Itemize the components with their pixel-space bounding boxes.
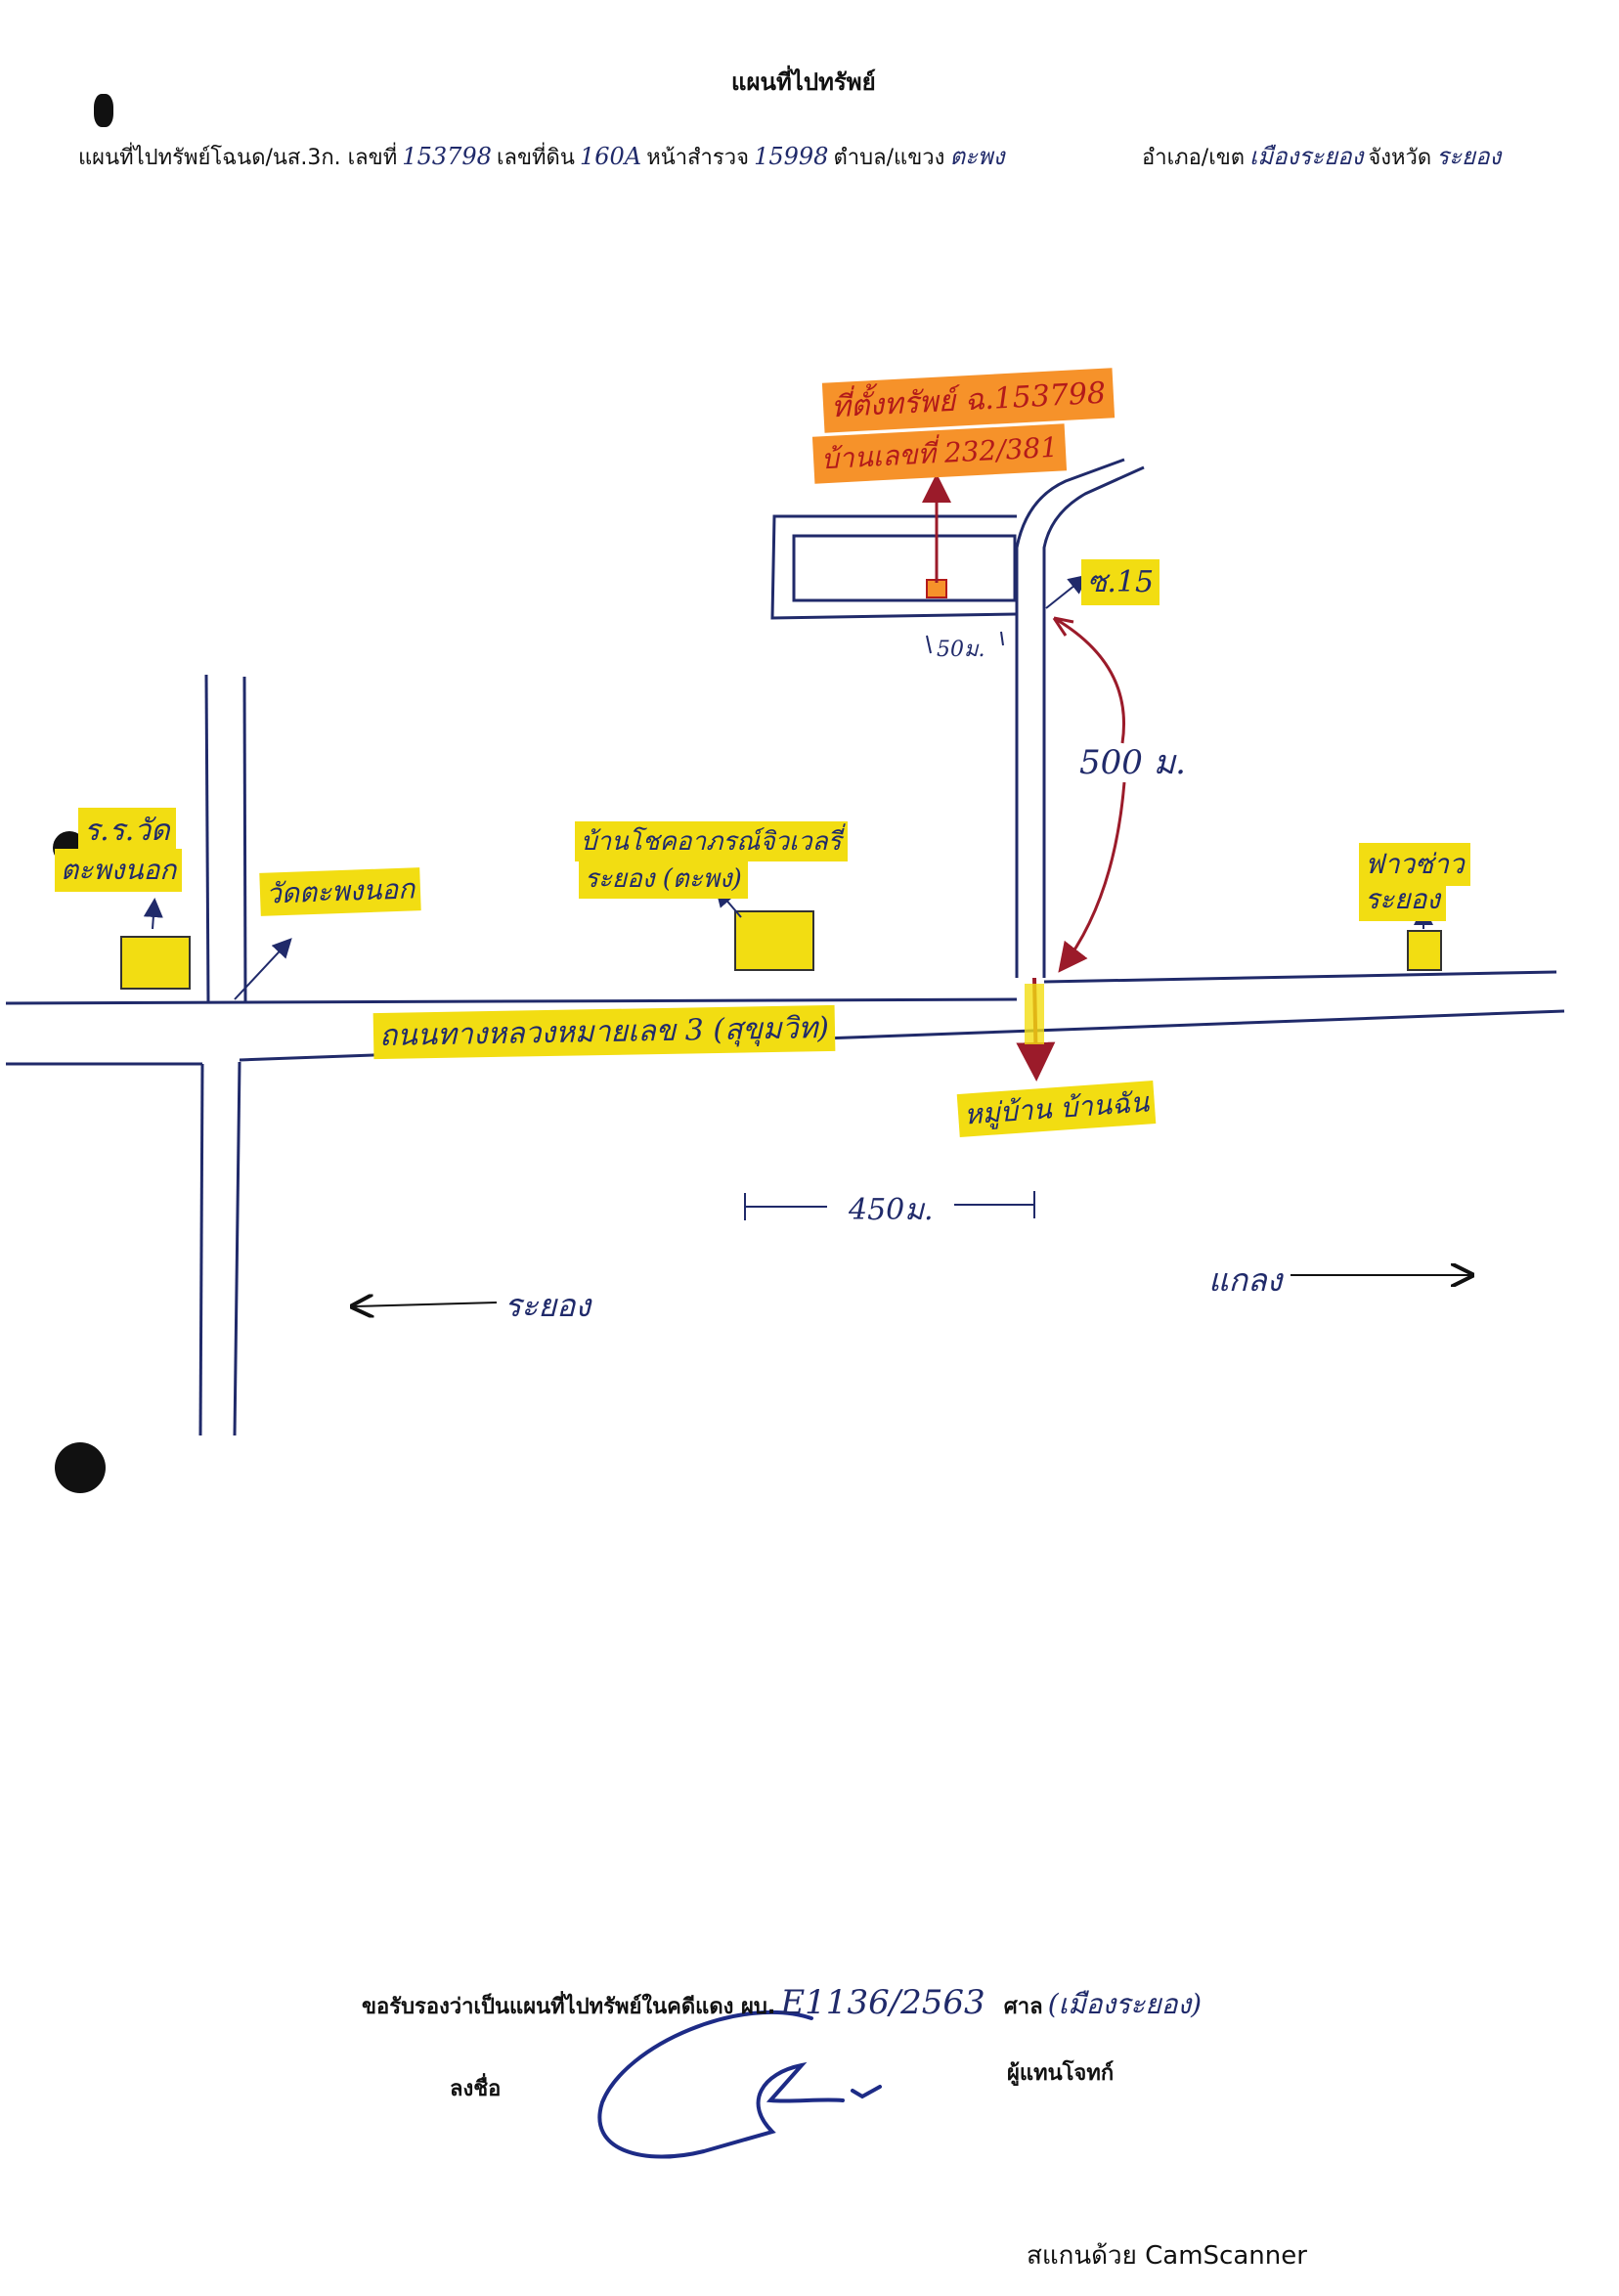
left-road-lower-edge [233,1061,241,1436]
soi-road-left-edge [1015,458,1125,978]
certification-court-label: ศาล [1003,1995,1043,2019]
village-road-highlight [1025,984,1044,1044]
direction-left-label: ระยอง [504,1287,591,1324]
header-district-label: อำเภอ/เขต [1142,146,1246,170]
left-road-edge [204,674,210,1003]
highway-label: ถนนทางหลวงหมายเลข 3 (สุขุมวิท) [372,1004,836,1060]
distance-450m-label: 450ม. [849,1193,934,1227]
header-prefix: แผนที่ไปทรัพย์โฉนด/นส.3ก. เลขที่ [78,146,398,170]
school-label-line2: ตะพงนอก [55,849,183,892]
shop-label-line1: บ้านโชคอาภรณ์จิวเวลรี่ [575,821,848,861]
header-survey-page: 15998 [754,143,829,170]
distance-50m-tick [926,631,1004,654]
header-line: แผนที่ไปทรัพย์โฉนด/นส.3ก. เลขที่ 153798 … [78,137,1004,175]
direction-right-label: แกลง [1208,1261,1283,1299]
school-pointer [143,898,163,930]
distance-50m-label: 50ม. [937,638,985,662]
highway-upper-edge [5,997,1018,1005]
motorcycle-shop-label-line2: ระยอง [1359,878,1446,921]
header-deed-no: 153798 [402,143,492,170]
temple-pointer [234,938,292,1000]
distance-500m-arrow [1054,616,1126,968]
signature-stroke [597,2009,882,2159]
header-province-label: จังหวัด [1368,146,1432,170]
shop-label-line2: ระยอง (ตะพง) [579,859,748,899]
header-province: ระยอง [1436,143,1502,170]
header-subdistrict-label: ตำบล/แขวง [833,146,945,170]
header-land-no: 160A [579,143,642,170]
left-road-lower-edge [198,1063,204,1436]
plaintiff-representative-label: ผู้แทนโจทก์ [1007,2061,1115,2086]
scan-speck [55,1442,106,1493]
soi-label: ซ.15 [1081,559,1160,605]
distance-500m-arrowhead-top [1052,616,1074,637]
header-line-right: อำเภอ/เขต เมืองระยอง จังหวัด ระยอง [1142,137,1501,175]
property-plot-outer [770,514,1018,620]
school-label-line1: ร.ร.วัด [78,808,176,854]
camscanner-footer: สแกนด้วย CamScanner [1027,2241,1307,2271]
distance-500m-label: 500 ม. [1079,743,1186,782]
direction-left-arrow [354,1303,498,1306]
shop-building [734,910,814,971]
school-building [120,936,191,990]
property-plot-inner [792,534,1017,602]
temple-label: วัดตะพงนอก [259,867,421,916]
sign-label: ลงชื่อ [450,2077,502,2101]
soi-road-right-edge [1042,465,1145,978]
certification-line: ขอรับรองว่าเป็นแผนที่ไปทรัพย์ในคดีแดง ผบ… [362,1983,1202,2026]
header-land-no-label: เลขที่ดิน [497,146,575,170]
motorcycle-shop-building [1407,930,1442,971]
header-subdistrict: ตะพง [949,143,1005,170]
page-title: แผนที่ไปทรัพย์ [731,68,876,96]
left-road-edge [242,676,247,1003]
certification-case-no: E1136/2563 [780,1983,985,2022]
certification-text: ขอรับรองว่าเป็นแผนที่ไปทรัพย์ในคดีแดง ผบ… [362,1995,776,2019]
highway-upper-edge-right [1043,970,1557,984]
scan-speck [94,94,113,127]
certification-court: (เมืองระยอง) [1047,1988,1203,2020]
soi-pointer [1045,574,1089,609]
header-survey-label: หน้าสำรวจ [646,146,749,170]
header-district: เมืองระยอง [1249,143,1364,170]
